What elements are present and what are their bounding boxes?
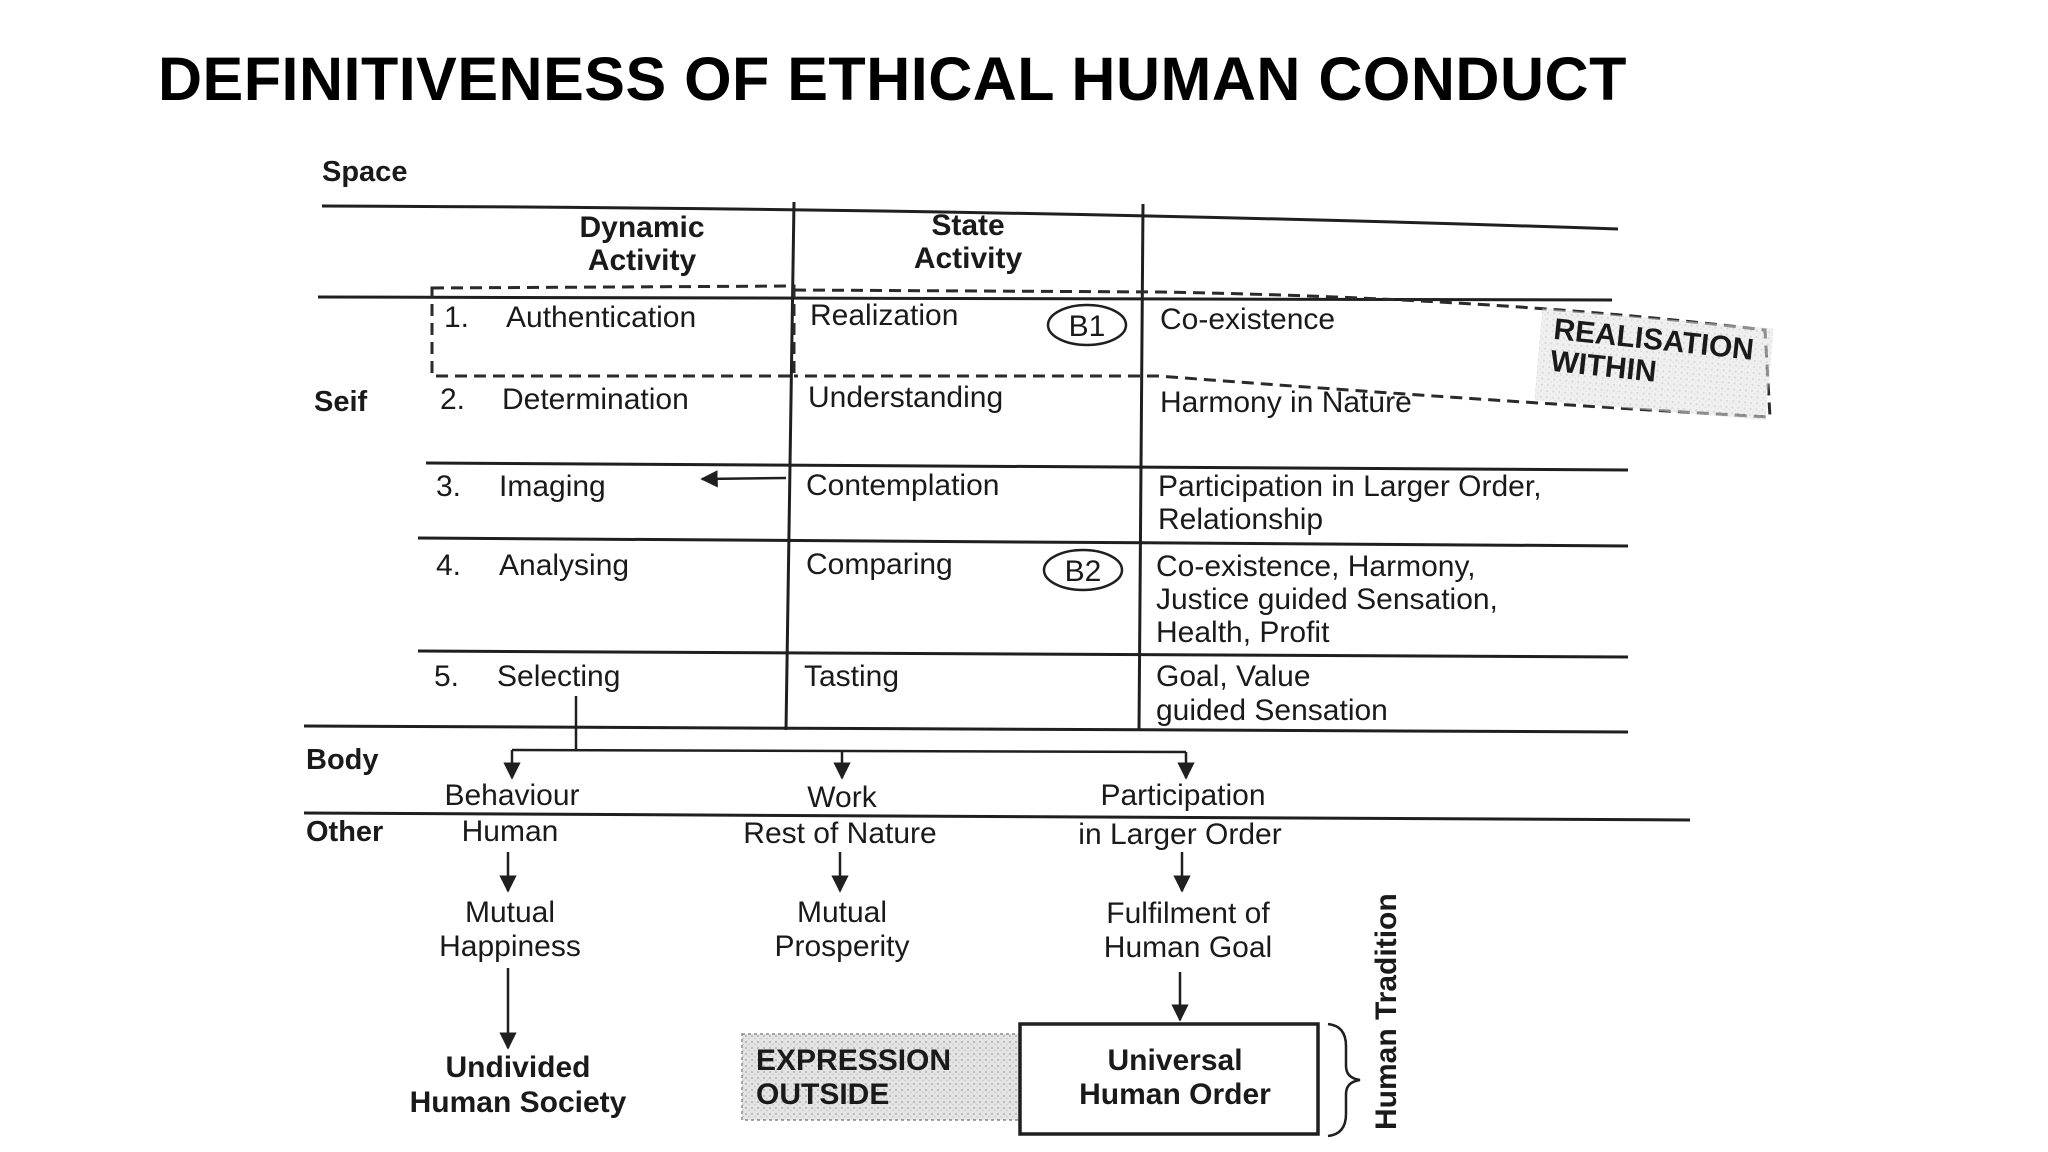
dynamic-activity-header-line1: Dynamic (579, 211, 704, 244)
row2-outcome: Harmony in Nature (1160, 386, 1412, 419)
row1-state: Realization (810, 299, 958, 332)
ethical-conduct-diagram: Space Seif Body Other REALISATION WITHIN… (0, 140, 2048, 1152)
behaviour-label: Behaviour (444, 779, 579, 812)
row1-outcome: Co-existence (1160, 303, 1335, 336)
human-tradition-label: Human Tradition (1370, 893, 1403, 1130)
header-divider-line (317, 295, 1613, 302)
universal-order-line1: Universal (1107, 1044, 1242, 1077)
rest-of-nature-label: Rest of Nature (743, 817, 936, 850)
undivided-society-line1: Undivided (445, 1051, 590, 1084)
in-larger-order-label: in Larger Order (1078, 818, 1281, 851)
self-label: Seif (314, 386, 368, 418)
body-label: Body (306, 744, 379, 776)
row5-number: 5. (434, 660, 459, 693)
undivided-society-line2: Human Society (410, 1086, 627, 1119)
work-label: Work (807, 781, 877, 814)
table-top-line (321, 204, 1619, 231)
realisation-dashed-box-left (430, 284, 796, 378)
dynamic-activity-header-line2: Activity (588, 244, 697, 277)
row5-dynamic: Selecting (497, 660, 620, 693)
mutual-happiness-line2: Happiness (439, 930, 581, 963)
row3-number: 3. (436, 470, 461, 503)
row-divider-2-3 (425, 461, 1629, 472)
row4-outcome-line2: Justice guided Sensation, (1156, 583, 1498, 616)
diagram-canvas: Space Seif Body Other REALISATION WITHIN… (303, 156, 1774, 1138)
row4-number: 4. (436, 549, 461, 582)
badge-b1-circle (1046, 303, 1128, 347)
outside-label: OUTSIDE (756, 1078, 889, 1111)
row-divider-3-4 (417, 536, 1629, 548)
row5-outcome-line2: guided Sensation (1156, 694, 1388, 727)
human-label: Human (462, 815, 559, 848)
universal-order-line2: Human Order (1079, 1078, 1271, 1111)
row4-outcome-line1: Co-existence, Harmony, (1156, 550, 1476, 583)
row3-outcome-line2: Relationship (1158, 503, 1323, 536)
universal-human-order-box (1018, 1022, 1320, 1136)
column-divider-2 (1137, 203, 1145, 731)
other-label: Other (306, 816, 383, 848)
other-top-line (303, 811, 1691, 822)
row2-number: 2. (440, 383, 465, 416)
row1-number: 1. (444, 301, 469, 334)
row-divider-4-5 (417, 649, 1629, 659)
space-label: Space (322, 156, 407, 188)
mutual-prosperity-line2: Prosperity (774, 930, 909, 963)
row1-dynamic: Authentication (506, 301, 696, 334)
body-top-line (303, 724, 1629, 734)
realisation-shading (1534, 308, 1774, 421)
row4-outcome-line3: Health, Profit (1156, 616, 1330, 649)
row4-dynamic: Analysing (499, 549, 629, 582)
row5-outcome-line1: Goal, Value (1156, 660, 1311, 693)
row3-dynamic: Imaging (499, 470, 606, 503)
row4-state: Comparing (806, 548, 953, 581)
page-title: DEFINITIVENESS OF ETHICAL HUMAN CONDUCT (158, 45, 1627, 113)
mutual-happiness-line1: Mutual (465, 896, 555, 929)
badge-b2: B2 (1065, 555, 1102, 588)
contemplation-to-imaging-arrow (700, 470, 787, 488)
row2-dynamic: Determination (502, 383, 689, 416)
state-activity-header-line2: Activity (914, 242, 1023, 275)
participation-label: Participation (1100, 779, 1265, 812)
state-activity-header-line1: State (931, 209, 1004, 242)
fulfilment-line2: Human Goal (1104, 931, 1272, 964)
branch-bar (511, 748, 1187, 754)
row3-outcome-line1: Participation in Larger Order, (1158, 470, 1542, 503)
human-tradition-brace (1327, 1022, 1361, 1138)
badge-b2-circle (1042, 548, 1124, 592)
row2-state: Understanding (808, 381, 1003, 414)
expression-outside-box (742, 1034, 1020, 1120)
row5-state: Tasting (804, 660, 899, 693)
expression-label: EXPRESSION (756, 1044, 951, 1077)
fulfilment-line1: Fulfilment of (1106, 897, 1270, 930)
mutual-prosperity-line1: Mutual (797, 896, 887, 929)
row3-state: Contemplation (806, 469, 999, 502)
badge-b1: B1 (1069, 310, 1106, 343)
